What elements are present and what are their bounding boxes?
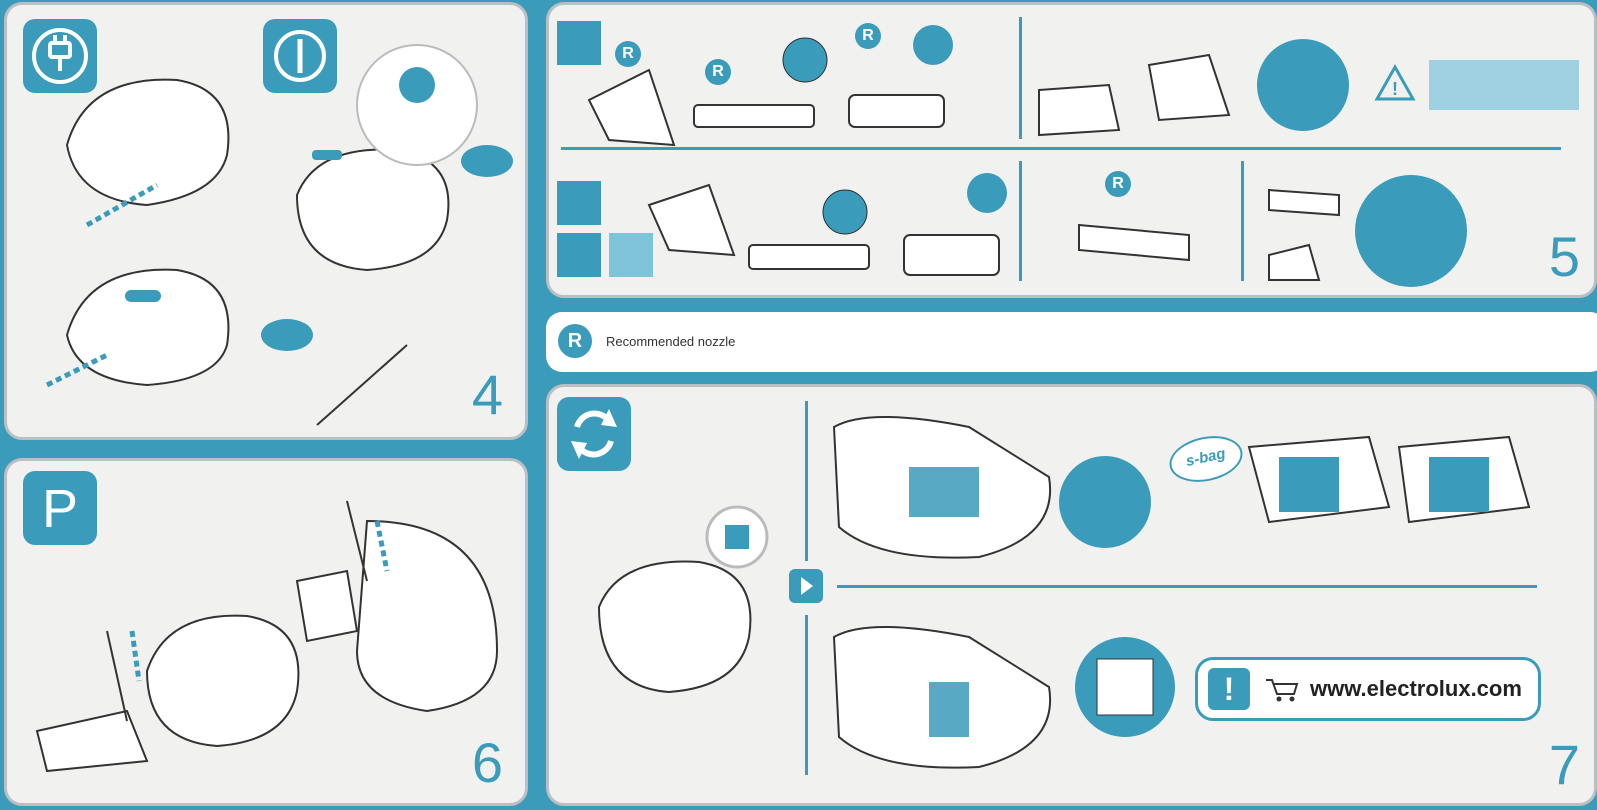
divider — [805, 615, 808, 775]
panel-step-4: 4 — [4, 2, 528, 440]
parking-illustration — [35, 500, 499, 773]
power-icon — [263, 19, 337, 93]
divider — [1019, 17, 1022, 139]
divider — [561, 147, 1561, 150]
parking-letter: P — [42, 479, 78, 539]
parking-icon: P — [23, 471, 97, 545]
divider — [1019, 161, 1022, 281]
exclamation-icon: ! — [1208, 668, 1250, 710]
recommended-badge: R — [615, 41, 641, 67]
refresh-icon — [557, 397, 631, 471]
cart-icon — [1264, 676, 1300, 709]
plug-icon — [23, 19, 97, 93]
recommended-badge: R — [855, 23, 881, 49]
step-number-6: 6 — [471, 731, 503, 794]
recommended-symbol: R — [558, 324, 592, 358]
panel-step-7: s-bag ! www.electrolux.com 7 — [546, 384, 1597, 806]
divider — [1241, 161, 1244, 281]
bag-replacement-illustration — [597, 416, 1531, 769]
step-number-4: 4 — [471, 363, 503, 426]
legend-bar: R Recommended nozzle — [546, 312, 1597, 372]
arrow-right-icon — [789, 569, 823, 603]
legend-text: Recommended nozzle — [606, 334, 736, 349]
divider — [837, 585, 1537, 588]
panel-step-5: R R R R ! 5 — [546, 2, 1597, 298]
cord-rewind-illustration — [45, 44, 513, 426]
divider — [805, 401, 808, 561]
nozzle-illustration: ! — [557, 21, 1579, 287]
panel-step-6: P 6 — [4, 458, 528, 806]
recommended-badge: R — [705, 59, 731, 85]
shop-url[interactable]: www.electrolux.com — [1310, 676, 1522, 701]
step-number-5: 5 — [1548, 225, 1580, 288]
shop-notice: ! www.electrolux.com — [1195, 657, 1541, 721]
svg-text:!: ! — [1392, 79, 1398, 99]
step-number-7: 7 — [1548, 733, 1580, 796]
warning-icon — [1374, 63, 1416, 101]
recommended-badge: R — [1105, 171, 1131, 197]
